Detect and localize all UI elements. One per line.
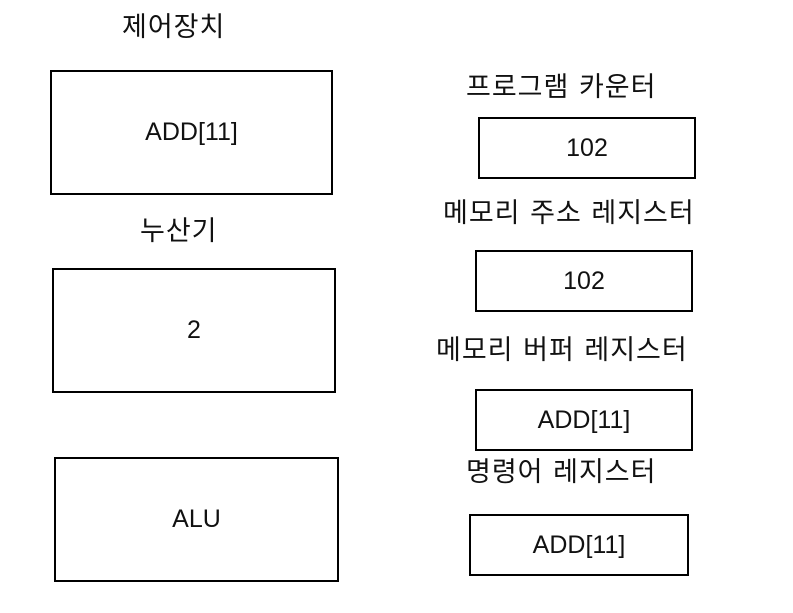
accumulator-label: 누산기 — [140, 216, 218, 247]
memory-address-register-value: 102 — [563, 266, 605, 295]
program-counter-box: 102 — [478, 117, 696, 179]
memory-buffer-register-box: ADD[11] — [475, 389, 693, 451]
alu-box: ALU — [54, 457, 339, 582]
control-unit-value: ADD[11] — [145, 118, 238, 146]
program-counter-label: 프로그램 카운터 — [466, 72, 657, 103]
memory-buffer-register-value: ADD[11] — [537, 405, 631, 434]
memory-address-register-box: 102 — [475, 250, 693, 312]
accumulator-box: 2 — [52, 268, 336, 393]
alu-value: ALU — [172, 505, 221, 533]
instruction-register-value: ADD[11] — [532, 530, 626, 559]
control-unit-box: ADD[11] — [50, 70, 333, 195]
program-counter-value: 102 — [566, 133, 608, 162]
accumulator-value: 2 — [187, 316, 201, 344]
control-unit-label: 제어장치 — [122, 12, 226, 43]
instruction-register-box: ADD[11] — [469, 514, 689, 576]
instruction-register-label: 명령어 레지스터 — [466, 457, 657, 488]
memory-buffer-register-label: 메모리 버퍼 레지스터 — [436, 335, 688, 366]
memory-address-register-label: 메모리 주소 레지스터 — [443, 198, 695, 229]
